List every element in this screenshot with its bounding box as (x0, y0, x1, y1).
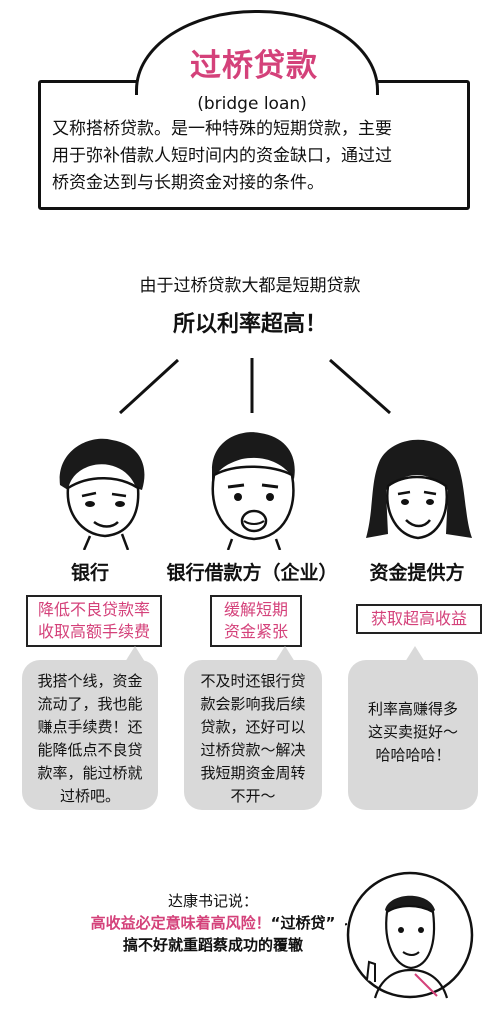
investor-character-illustration (366, 439, 472, 540)
tag-line: 降低不良贷款率 (37, 600, 150, 619)
tag-borrower: 缓解短期 资金紧张 (210, 595, 302, 647)
footer-quote: “过桥贷” (270, 914, 336, 932)
definition-line: 用于弥补借款人短时间内的资金缺口，通过过 (52, 146, 392, 166)
tag-bank: 降低不良贷款率 收取高额手续费 (26, 595, 162, 647)
tag-line: 资金紧张 (223, 622, 288, 641)
speech-bubble-bank: 我搭个线，资金 流动了，我也能 赚点手续费！还 能降低点不良贷 款率，能过桥就 … (22, 660, 158, 810)
speech-line: 能降低点不良贷 (37, 741, 143, 759)
speech-line: 不及时还银行贷 (200, 672, 306, 690)
speech-line: 赚点手续费！还 (37, 718, 143, 736)
footer-note: 达康书记说： 高收益必定意味着高风险！“过桥贷” 搞不好就重蹈蔡成功的覆辙 (48, 890, 378, 956)
definition-body: 又称搭桥贷款。是一种特殊的短期贷款，主要 用于弥补借款人短时间内的资金缺口，通过… (52, 116, 454, 197)
speech-line: 款率，能过桥就 (37, 764, 143, 782)
footer-warning: 高收益必定意味着高风险！ (90, 914, 271, 932)
speech-line: 过桥吧。 (59, 787, 120, 805)
borrower-character-illustration (211, 432, 295, 550)
intro-line-1: 由于过桥贷款大都是短期贷款 (139, 276, 361, 296)
dakang-portrait-illustration (345, 871, 474, 999)
speech-line: 流动了，我也能 (37, 695, 143, 713)
tag-line: 获取超高收益 (370, 609, 467, 628)
definition-english: (bridge loan) (197, 94, 307, 114)
speech-line: 哈哈哈哈！ (375, 746, 451, 764)
definition-line: 又称搭桥贷款。是一种特殊的短期贷款，主要 (52, 119, 392, 139)
speech-line: 我搭个线，资金 (37, 672, 143, 690)
bank-character-illustration (59, 438, 145, 550)
role-bank: 银行 (70, 562, 109, 584)
role-investor: 资金提供方 (369, 562, 465, 584)
speech-line: 利率高赚得多 (367, 700, 458, 718)
intro-line-2: 所以利率超高！ (172, 312, 327, 337)
role-borrower: 银行借款方（企业） (166, 562, 338, 584)
definition-title: 过桥贷款 (190, 48, 318, 84)
speech-bubble-investor: 利率高赚得多 这买卖挺好～ 哈哈哈哈！ (348, 660, 478, 810)
speech-line: 不开～ (230, 787, 276, 805)
tag-line: 收取高额手续费 (37, 622, 150, 641)
speech-line: 贷款，还好可以 (200, 718, 306, 736)
speech-line: 款会影响我后续 (200, 695, 306, 713)
bubble-tail (275, 646, 295, 662)
tag-line: 缓解短期 (223, 600, 288, 619)
footer-intro: 达康书记说： (167, 892, 258, 910)
footer-warning-line: 高收益必定意味着高风险！“过桥贷” (48, 912, 378, 934)
bubble-tail (405, 646, 425, 662)
speech-bubble-borrower: 不及时还银行贷 款会影响我后续 贷款，还好可以 过桥贷款～解决 我短期资金周转 … (184, 660, 322, 810)
bubble-tail (125, 646, 145, 662)
definition-line: 桥资金达到与长期资金对接的条件。 (52, 173, 324, 193)
speech-line: 我短期资金周转 (200, 764, 306, 782)
tag-investor: 获取超高收益 (356, 604, 482, 634)
speech-line: 过桥贷款～解决 (200, 741, 306, 759)
footer-last: 搞不好就重蹈蔡成功的覆辙 (122, 936, 303, 954)
speech-line: 这买卖挺好～ (367, 723, 458, 741)
